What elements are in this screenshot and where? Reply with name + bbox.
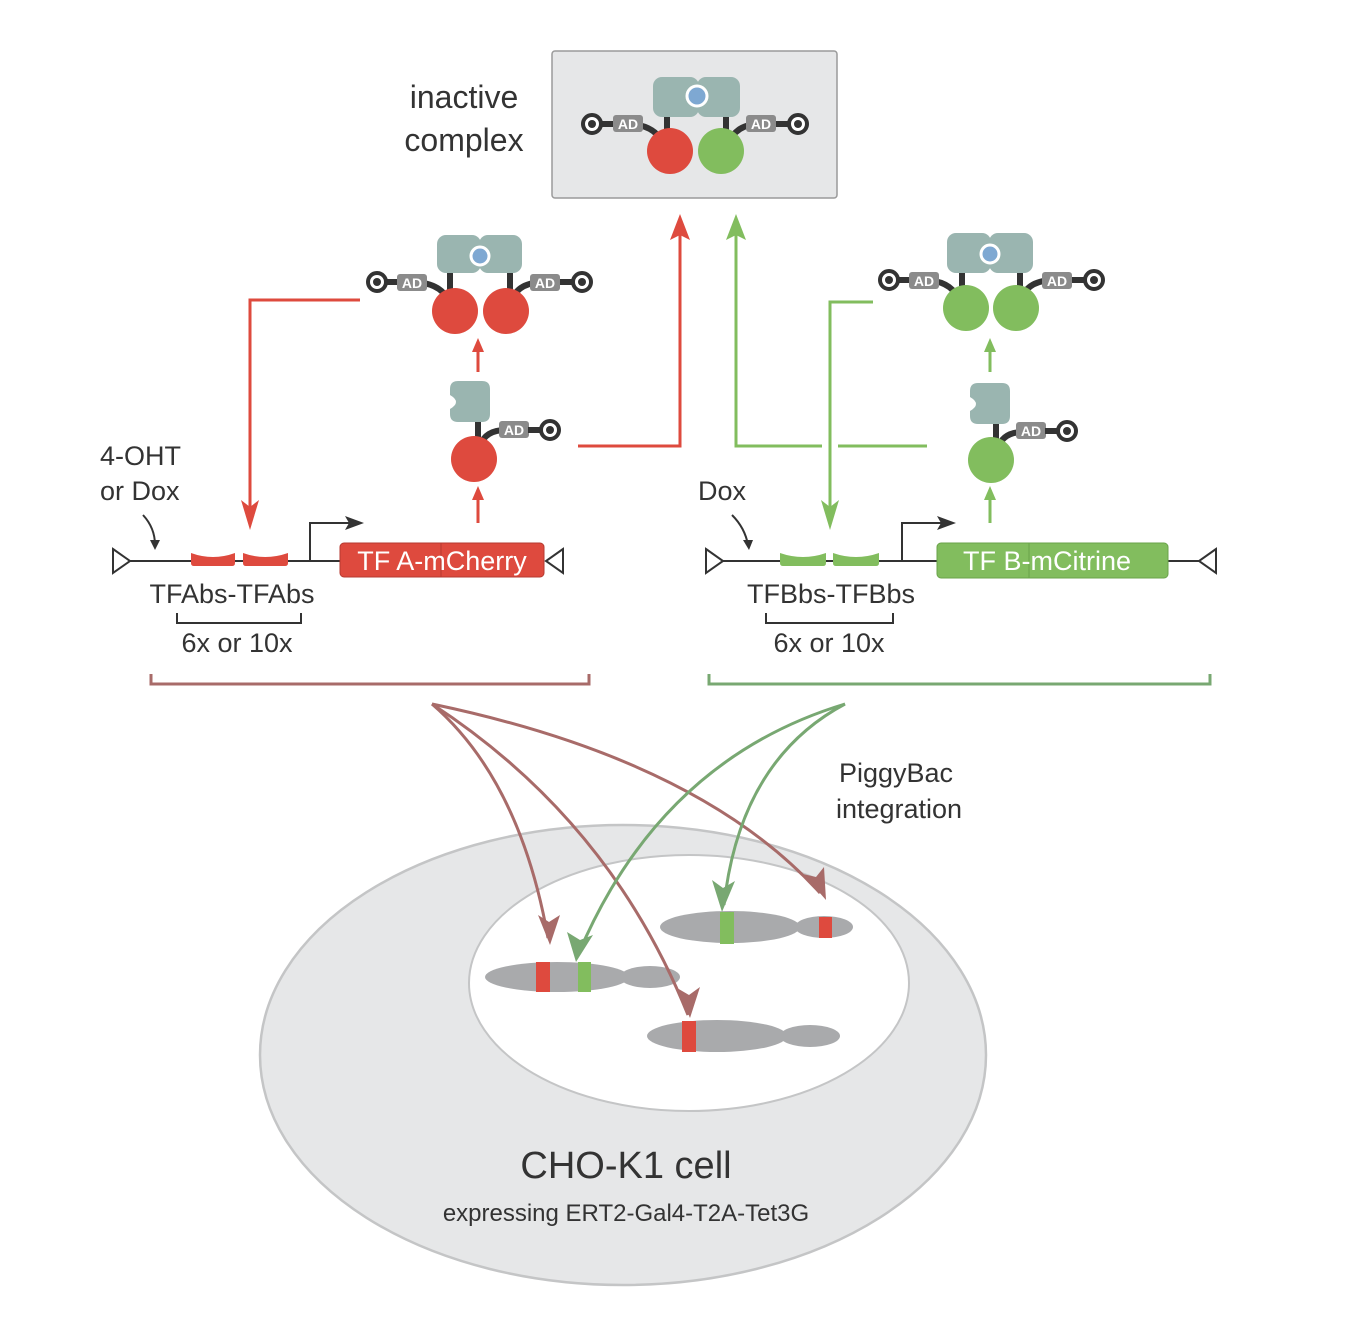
tf-a-pathway-arrows xyxy=(241,214,690,530)
promoter-arrow xyxy=(901,522,942,561)
inducer-b: Dox xyxy=(698,476,747,506)
integration-site-red xyxy=(536,962,550,992)
feedback-arrow-a xyxy=(248,298,360,515)
integration-site-green xyxy=(578,962,591,992)
itr-right xyxy=(544,547,564,575)
integration-arrow-red xyxy=(431,702,550,939)
binding-site xyxy=(780,553,826,566)
gene-label-a: TF A-mCherry xyxy=(357,546,527,576)
nucleus xyxy=(468,854,910,1112)
itr-left xyxy=(705,547,725,575)
inactive-complex-box xyxy=(551,50,838,199)
construct-b-bracket xyxy=(707,674,1212,686)
piggybac-label-line1: PiggyBac xyxy=(839,758,953,788)
itr-left xyxy=(112,547,132,575)
svg-text:AD: AD xyxy=(1021,423,1041,439)
cho-k1-cell: CHO-K1 cell expressing ERT2-Gal4-T2A-Tet… xyxy=(258,823,988,1287)
tf-b-monomer: AD xyxy=(968,383,1078,483)
repeat-bracket-a xyxy=(176,613,302,624)
svg-text:AD: AD xyxy=(1047,273,1067,289)
tf-a-monomer: AD xyxy=(450,381,561,482)
construct-b: Dox TF B-mCitrine TFBbs-TFBbs 6x or 10x xyxy=(698,476,1217,658)
itr-right xyxy=(1197,547,1217,575)
ligand-icon xyxy=(979,243,1001,265)
repeat-a: 6x or 10x xyxy=(181,628,293,658)
svg-text:AD: AD xyxy=(535,275,555,291)
repeat-b: 6x or 10x xyxy=(773,628,885,658)
cell-description: expressing ERT2-Gal4-T2A-Tet3G xyxy=(443,1200,809,1227)
piggybac-label-line2: integration xyxy=(836,794,962,824)
to-inactive-complex-arrow-a xyxy=(578,228,682,448)
ligand-icon xyxy=(469,245,491,267)
activation-domain xyxy=(613,115,643,132)
inducer-a-line1: 4-OHT xyxy=(100,441,181,471)
ligand-binding-domain xyxy=(653,77,699,117)
binding-site xyxy=(243,553,288,566)
integration-arrow-red xyxy=(431,702,690,1016)
integration-site-green xyxy=(720,912,734,944)
promoter-arrow xyxy=(309,522,350,561)
svg-text:AD: AD xyxy=(751,116,771,132)
gene-tf-a-mcherry xyxy=(339,542,545,578)
svg-text:AD: AD xyxy=(402,275,422,291)
ligand-binding-domain xyxy=(697,77,740,117)
svg-text:AD: AD xyxy=(618,116,638,132)
inducer-a-line2: or Dox xyxy=(100,476,180,506)
construct-a: 4-OHT or Dox TF A-mCherry TFAbs-TFAbs 6x… xyxy=(100,441,564,658)
integration-site-red xyxy=(819,917,832,938)
integration-site-red xyxy=(682,1021,696,1052)
chromosome-1 xyxy=(485,962,680,992)
tf-b-pathway-arrows xyxy=(726,214,996,530)
svg-text:AD: AD xyxy=(914,273,934,289)
binding-sites-a: TFAbs-TFAbs xyxy=(149,579,314,609)
tf-b-homodimer: AD AD xyxy=(878,233,1105,331)
binding-sites-b: TFBbs-TFBbs xyxy=(747,579,915,609)
gene-label-b: TF B-mCitrine xyxy=(963,546,1131,576)
integration-arrows xyxy=(431,702,846,1018)
svg-text:AD: AD xyxy=(504,422,524,438)
integration-arrow-green xyxy=(722,702,846,906)
binding-site xyxy=(191,553,235,566)
integration-arrow-red xyxy=(431,702,822,895)
chromosome-2 xyxy=(660,911,853,944)
binding-site xyxy=(833,553,879,566)
repeat-bracket-b xyxy=(765,613,894,624)
inactive-complex: inactive complex AD AD xyxy=(404,50,838,199)
dna-binding-domain-red xyxy=(647,128,693,174)
activation-domain xyxy=(746,115,776,132)
feedback-arrow-b xyxy=(828,300,873,515)
ligand-icon xyxy=(685,84,709,108)
integration-arrow-green xyxy=(576,702,846,956)
cell-name: CHO-K1 cell xyxy=(520,1145,731,1187)
construct-a-bracket xyxy=(149,674,591,686)
tf-a-homodimer: AD AD xyxy=(366,235,593,334)
to-inactive-complex-arrow-b xyxy=(734,228,822,448)
dna-binding-domain-green xyxy=(698,128,744,174)
inactive-complex-label-line2: complex xyxy=(404,122,523,158)
gene-tf-b-mcitrine xyxy=(936,542,1169,579)
inactive-complex-label-line1: inactive xyxy=(410,79,519,115)
chromosome-3 xyxy=(647,1020,840,1052)
